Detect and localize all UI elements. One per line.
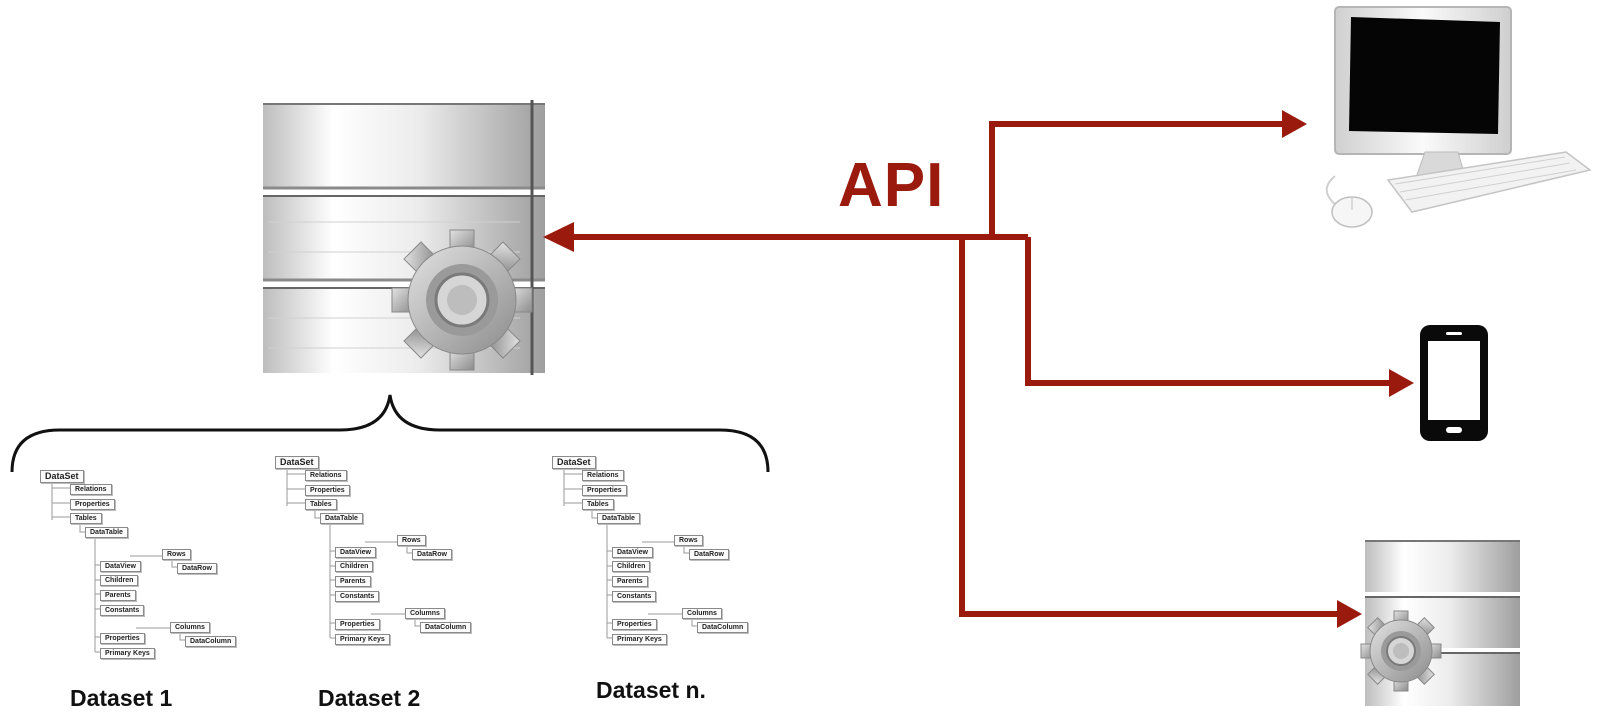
- arrowhead-left: [543, 222, 574, 252]
- tree-node-datatable: DataTable: [85, 527, 128, 538]
- tree-node-constants: Constants: [335, 591, 380, 602]
- tree-node-dataview: DataView: [335, 547, 376, 558]
- tree-node-tables: Tables: [305, 499, 337, 510]
- tree-node-properties: Properties: [582, 485, 627, 496]
- tree-node-properties2: Properties: [612, 619, 657, 630]
- small-database-server-icon: [1360, 540, 1520, 706]
- tree-node-dataset: DataSet: [552, 456, 596, 469]
- db-disk-top: [263, 103, 545, 190]
- gear-icon: [1360, 610, 1442, 692]
- tree-node-dataset: DataSet: [275, 456, 319, 469]
- tree-node-dataview: DataView: [100, 561, 141, 572]
- tree-node-tables: Tables: [70, 513, 102, 524]
- tree-node-datacolumn: DataColumn: [185, 636, 237, 647]
- desktop-computer-icon: [1325, 6, 1592, 228]
- tree-node-columns: Columns: [405, 608, 445, 619]
- smartphone-icon: [1420, 325, 1488, 441]
- tree-node-properties2: Properties: [335, 619, 380, 630]
- dataset-label: Dataset 2: [318, 685, 421, 711]
- grouping-brace: [10, 394, 770, 473]
- tree-node-parents: Parents: [335, 576, 371, 587]
- tree-node-primary-keys: Primary Keys: [612, 634, 667, 645]
- arrowhead-desktop: [1282, 110, 1307, 138]
- tree-node-datarow: DataRow: [689, 549, 729, 560]
- tree-node-rows: Rows: [162, 549, 191, 560]
- tree-node-properties: Properties: [70, 499, 115, 510]
- tree-node-constants: Constants: [612, 591, 657, 602]
- tree-node-relations: Relations: [582, 470, 624, 481]
- tree-node-rows: Rows: [674, 535, 703, 546]
- tree-node-properties2: Properties: [100, 633, 145, 644]
- tree-node-children: Children: [612, 561, 651, 572]
- tree-node-datacolumn: DataColumn: [420, 622, 472, 633]
- tree-connectors: [51, 481, 185, 653]
- dataset-label: Dataset n.: [596, 677, 706, 703]
- tree-node-children: Children: [335, 561, 374, 572]
- tree-node-primary-keys: Primary Keys: [335, 634, 390, 645]
- dataset-label: Dataset 1: [70, 685, 173, 711]
- tree-connectors: [563, 467, 697, 639]
- tree-node-datatable: DataTable: [597, 513, 640, 524]
- tree-node-datarow: DataRow: [412, 549, 452, 560]
- api-label: API: [838, 151, 945, 220]
- tree-node-children: Children: [100, 575, 139, 586]
- tree-node-rows: Rows: [397, 535, 426, 546]
- tree-connectors: [286, 467, 420, 639]
- tree-node-properties: Properties: [305, 485, 350, 496]
- arrow-to-small-server: [959, 237, 1338, 617]
- arrow-to-desktop: [989, 121, 1284, 237]
- tree-node-relations: Relations: [70, 484, 112, 495]
- main-database-server-icon: [263, 100, 545, 375]
- tree-node-relations: Relations: [305, 470, 347, 481]
- tree-node-primary-keys: Primary Keys: [100, 648, 155, 659]
- tree-node-parents: Parents: [100, 590, 136, 601]
- tree-node-datatable: DataTable: [320, 513, 363, 524]
- arrow-to-phone: [1025, 237, 1392, 386]
- tree-node-columns: Columns: [170, 622, 210, 633]
- tree-node-dataset: DataSet: [40, 470, 84, 483]
- tree-node-constants: Constants: [100, 605, 145, 616]
- tree-node-datarow: DataRow: [177, 563, 217, 574]
- tree-node-datacolumn: DataColumn: [697, 622, 749, 633]
- gear-icon: [391, 229, 533, 371]
- arrowhead-phone: [1389, 369, 1414, 397]
- tree-node-columns: Columns: [682, 608, 722, 619]
- tree-node-dataview: DataView: [612, 547, 653, 558]
- tree-node-parents: Parents: [612, 576, 648, 587]
- arrowhead-small-server: [1337, 600, 1362, 628]
- api-connectors: [572, 121, 1392, 617]
- tree-node-tables: Tables: [582, 499, 614, 510]
